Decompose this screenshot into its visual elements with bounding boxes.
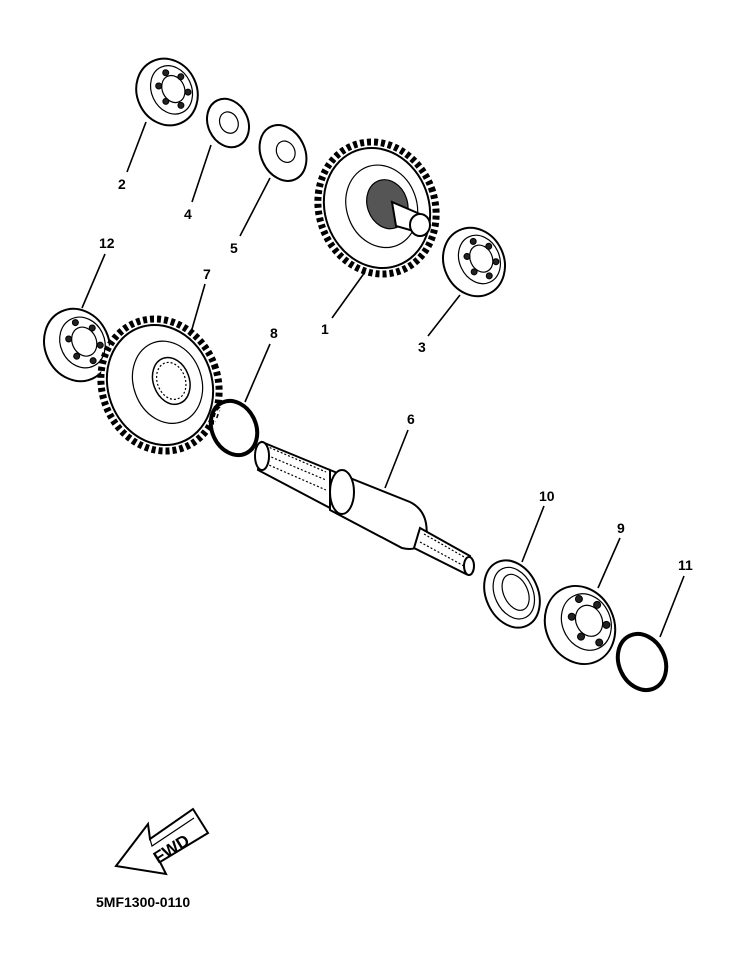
callout-1: 1 (321, 321, 329, 337)
callout-7: 7 (203, 266, 211, 282)
leader-10 (521, 505, 545, 563)
leader-11 (659, 575, 685, 638)
callout-2: 2 (118, 176, 126, 192)
callout-12: 12 (99, 235, 115, 251)
diagram-code: 5MF1300-0110 (96, 894, 190, 910)
part-12-bearing (43, 307, 111, 383)
callout-3: 3 (418, 339, 426, 355)
part-4-washer (206, 97, 250, 149)
part-9-bearing (543, 585, 617, 665)
part-8-circlip (208, 398, 260, 458)
leader-4 (191, 144, 212, 203)
part-2-bearing (135, 57, 199, 127)
part-5-washer (258, 124, 308, 182)
leader-2 (126, 121, 147, 173)
leader-9 (597, 537, 621, 589)
callout-6: 6 (407, 411, 415, 427)
part-10-oil-seal (483, 559, 541, 629)
part-1-gear (314, 138, 440, 278)
callout-8: 8 (270, 325, 278, 341)
part-7-gear (97, 315, 223, 455)
leader-5 (239, 177, 271, 237)
leader-6 (384, 429, 409, 489)
callout-9: 9 (617, 520, 625, 536)
leader-12 (81, 253, 106, 309)
callout-5: 5 (230, 240, 238, 256)
part-6-shaft (254, 440, 475, 576)
leader-7 (189, 283, 206, 337)
part-3-bearing (442, 226, 506, 298)
callout-11: 11 (678, 557, 693, 573)
callout-4: 4 (184, 206, 192, 222)
fwd-direction-arrow: FWD (114, 807, 210, 876)
callout-10: 10 (539, 488, 555, 504)
leader-1 (331, 271, 366, 319)
leader-8 (244, 343, 271, 403)
leader-3 (427, 294, 461, 337)
part-11-circlip (615, 631, 669, 693)
